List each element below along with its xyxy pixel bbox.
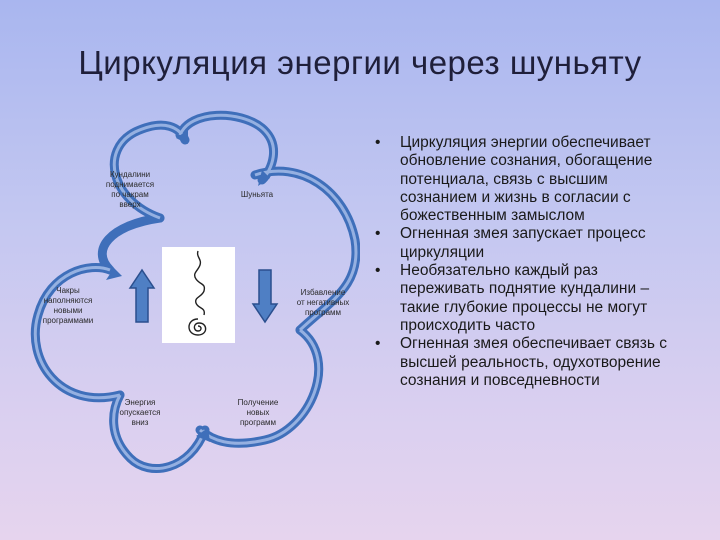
cycle-arc-7	[97, 213, 165, 275]
spiral-snake-icon	[162, 247, 235, 343]
cycle-diagram	[30, 110, 360, 474]
cycle-arrowhead-2	[258, 170, 270, 186]
bullet-list: Циркуляция энергии обеспечивает обновлен…	[372, 134, 682, 390]
cycle-arrowhead-3	[196, 428, 210, 442]
node-label-shunyata: Шуньята	[240, 190, 274, 199]
arrow-up	[128, 268, 156, 323]
bullet-item: Огненная змея обеспечивает связь с высше…	[372, 335, 682, 390]
node-label-kundalini: Кундалини поднимается по чакрам вверх	[105, 170, 155, 209]
bullet-item: Огненная змея запускает процесс циркуляц…	[372, 225, 682, 262]
bullet-item: Необязательно каждый раз переживать подн…	[372, 262, 682, 335]
cycle-arrowhead-4	[106, 268, 122, 280]
slide-title: Циркуляция энергии через шуньяту	[78, 44, 642, 81]
node-label-chakras: Чакры наполняются новыми программами	[42, 286, 94, 325]
node-label-receiving: Получение новых программ	[237, 398, 279, 427]
node-label-descending: Энергия опускается вниз	[119, 398, 161, 427]
cycle-arrowhead-1	[176, 130, 188, 144]
node-label-removal: Избавление от негативных программ	[296, 288, 350, 317]
arrow-down	[251, 269, 279, 324]
bullet-item: Циркуляция энергии обеспечивает обновлен…	[372, 134, 682, 225]
